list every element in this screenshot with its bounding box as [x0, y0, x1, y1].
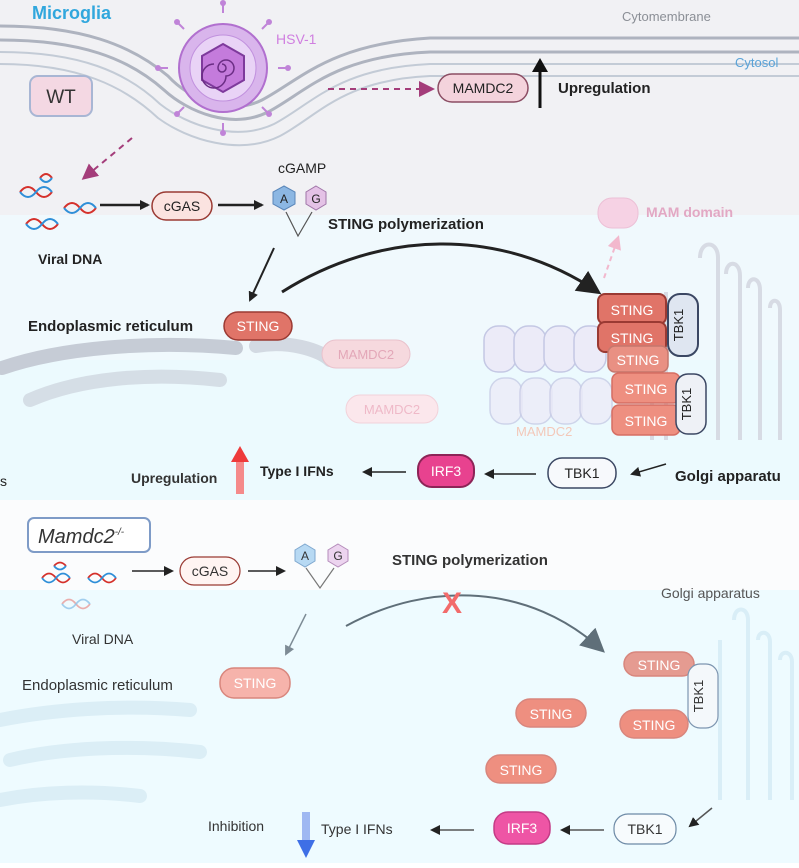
ko-viral-dna-label: Viral DNA [72, 631, 134, 647]
ko-cgamp-g-label: G [333, 549, 342, 563]
viral-dna-icon [19, 173, 97, 230]
ko-sting-scattered [485, 651, 695, 784]
sting-stack-2-label: STING [611, 330, 654, 346]
ko-cgas-pill [179, 556, 241, 586]
mamdc2-up-arrow-icon [532, 58, 548, 108]
mamdc2-label: MAMDC2 [453, 80, 514, 96]
top-band [0, 0, 799, 215]
tbk1-upper-wt [667, 293, 699, 357]
ko-blocked-x-mark: X [442, 587, 462, 620]
cgamp-to-sting-arrow [248, 247, 275, 302]
tbk1-lower-wt-label: TBK1 [679, 388, 694, 421]
sting-stack-1-label: STING [611, 302, 654, 318]
ko-sting-1-label: STING [638, 657, 681, 673]
er-mamdc2-1-label: MAMDC2 [338, 347, 394, 362]
cgamp-g-label: G [311, 192, 320, 206]
ko-cgamp-a-label: A [301, 549, 309, 563]
ko-tbk1-golgi [687, 663, 719, 729]
er-label-wt: Endoplasmic reticulum [28, 318, 193, 335]
mam-domain-blob [597, 197, 639, 229]
er-mamdc2-2-label: MAMDC2 [364, 402, 420, 417]
ifn-down-arrow-icon [297, 812, 315, 858]
ko-sting-4-label: STING [500, 762, 543, 778]
hsv1-virus-icon [155, 0, 291, 136]
tbk1-lower-wt [675, 373, 707, 435]
ko-er-sting [219, 667, 291, 699]
er-mamdc2-2 [345, 394, 439, 424]
ifn-up-arrow-icon [231, 446, 249, 494]
mamdc2-pill [437, 73, 529, 103]
tbk1-cyto-wt-label: TBK1 [564, 465, 599, 481]
ko-badge [27, 517, 151, 553]
mam-vesicle-grid [483, 325, 613, 425]
tbk1-upper-wt-label: TBK1 [671, 309, 686, 342]
ko-cgamp-molecule-icon [294, 543, 349, 590]
viral-dna-label: Viral DNA [38, 251, 102, 267]
ifn-upregulation-label: Upregulation [131, 470, 217, 486]
sting-stack-4-label: STING [625, 381, 668, 397]
er-sting-wt-label: STING [237, 318, 280, 334]
golgi-to-tbk1-arrow-wt [630, 463, 667, 477]
cgas-label: cGAS [164, 198, 201, 214]
cgamp-molecule-icon [272, 185, 327, 238]
viral-dna-icon-ko [41, 561, 117, 610]
ko-cgas-label: cGAS [192, 563, 229, 579]
cytosol-label: Cytosol [735, 55, 778, 70]
irf3-wt [417, 454, 475, 488]
tbk1-cyto-wt [547, 457, 617, 489]
wt-badge-label: WT [46, 87, 76, 108]
mamdc2-upregulation-label: Upregulation [558, 80, 651, 97]
ko-tbk1-cyto [613, 813, 677, 845]
hsv1-label: HSV-1 [276, 31, 317, 47]
ko-inhibition-label: Inhibition [208, 818, 264, 834]
ko-ifn-label: Type I IFNs [321, 821, 393, 837]
polymerization-arrow [281, 242, 602, 295]
cgamp-label: cGAMP [278, 160, 326, 176]
ko-sting-2-label: STING [633, 717, 676, 733]
ko-irf3 [493, 811, 551, 845]
er-sting-wt [223, 311, 293, 341]
cytomembrane-label: Cytomembrane [622, 9, 711, 24]
ko-tbk1-golgi-label: TBK1 [691, 680, 706, 713]
left-edge-fragment: s [0, 473, 7, 489]
ko-er-sting-label: STING [234, 675, 277, 691]
cgas-pill [151, 191, 213, 221]
sting-stack-5-label: STING [625, 413, 668, 429]
golgi-ko [718, 607, 794, 800]
ko-polymerization-label: STING polymerization [392, 552, 548, 569]
polymerization-label: STING polymerization [328, 216, 484, 233]
cgamp-a-label: A [280, 192, 288, 206]
wt-badge [29, 75, 93, 117]
golgi-label-wt: Golgi apparatu [675, 468, 781, 485]
ko-cgamp-to-sting-arrow [285, 613, 307, 656]
sting-stack-3-label: STING [617, 352, 660, 368]
ko-irf3-label: IRF3 [507, 820, 538, 836]
er-mamdc2-1 [321, 339, 411, 369]
ko-er-label: Endoplasmic reticulum [22, 677, 173, 694]
golgi-mamdc2-label: MAMDC2 [516, 424, 572, 439]
cell-type-label: Microglia [32, 3, 112, 23]
ko-tbk1-cyto-label: TBK1 [627, 821, 662, 837]
ifn-label-wt: Type I IFNs [260, 463, 334, 479]
ko-polymerization-arrow [345, 594, 605, 653]
irf3-wt-label: IRF3 [431, 463, 462, 479]
mam-domain-label: MAM domain [646, 204, 733, 220]
sting-to-mam-arrow [603, 235, 621, 279]
ko-badge-label: Mamdc2-/- [38, 526, 125, 548]
ko-golgi-label: Golgi apparatus [661, 585, 760, 601]
sting-stack-wt [597, 293, 681, 436]
ko-sting-3-label: STING [530, 706, 573, 722]
er-membrane-ko [0, 700, 207, 807]
ko-golgi-to-tbk1-arrow [688, 807, 713, 828]
